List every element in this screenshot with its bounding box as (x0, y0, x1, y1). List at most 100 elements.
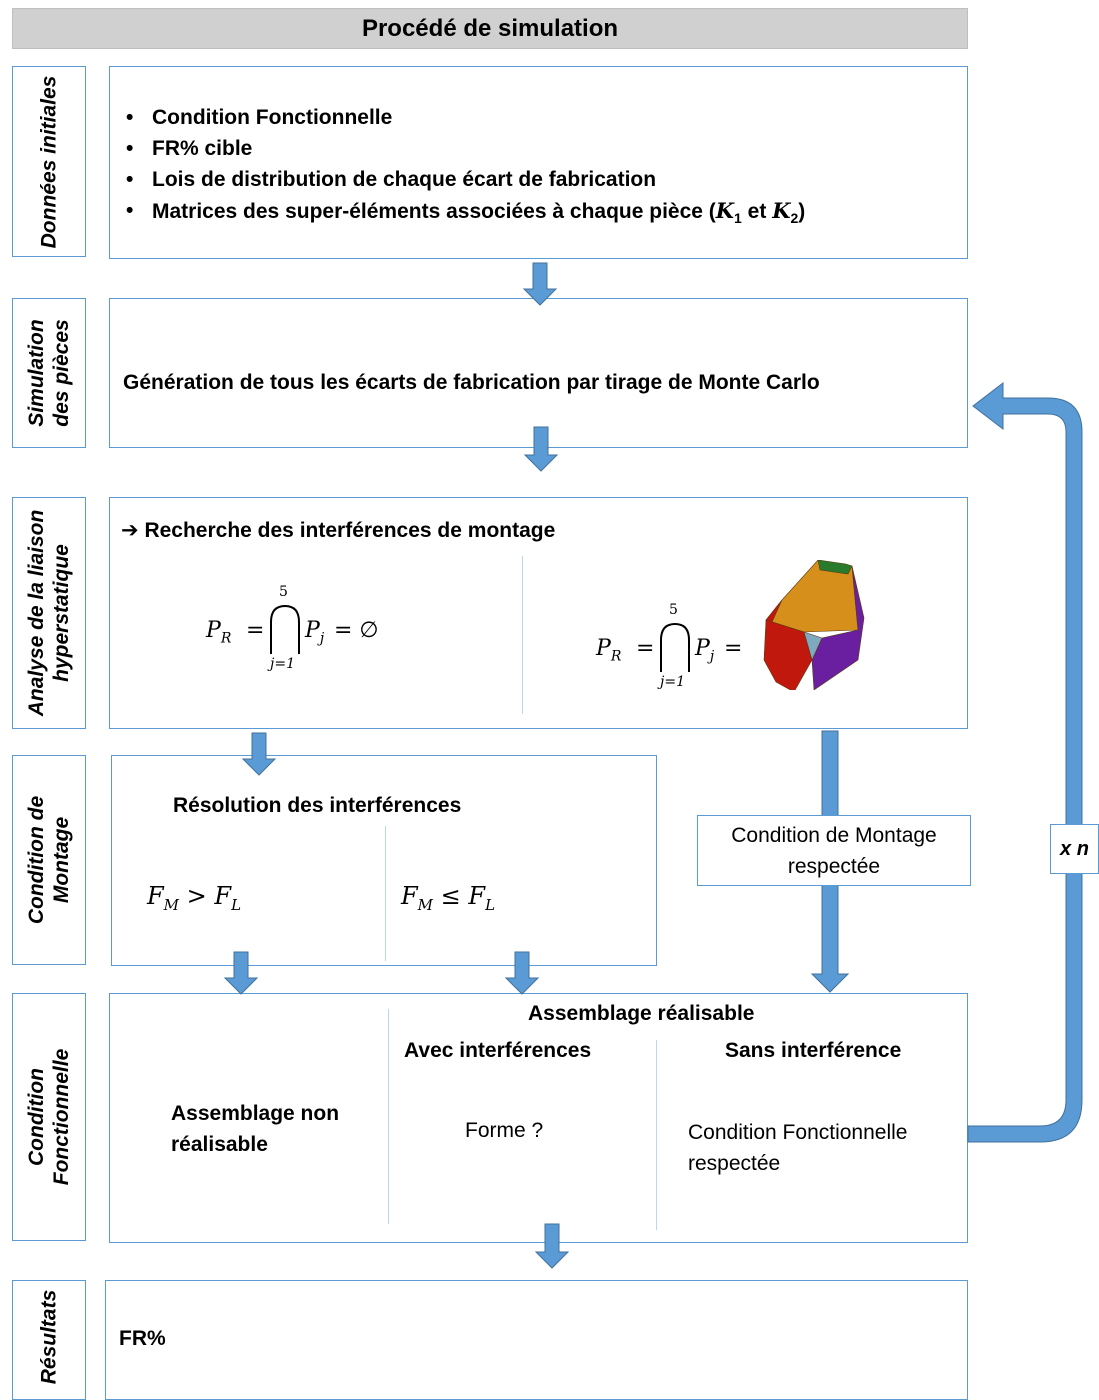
donnees-bullet-list: Condition Fonctionnelle FR% cible Lois d… (122, 102, 805, 234)
formula-fm-leq-fl: FM ≤ FL (401, 882, 495, 914)
right-arrow-icon: ➔ (121, 518, 139, 542)
fl-right-sub: L (485, 895, 496, 914)
big-intersection-icon (660, 622, 690, 672)
formula-right-p: P (596, 636, 611, 661)
formula-left-rhs: = ∅ (334, 618, 379, 643)
polytope-facet (765, 599, 783, 623)
formula-right-pj: P (695, 636, 710, 661)
formula-right-rhs: = (724, 636, 743, 661)
montage-respectee-box: Condition de Montage respectée (697, 815, 971, 886)
side-label-simulation-text: Simulation des pièces (24, 319, 74, 426)
side-label-donnees: Données initiales (12, 66, 86, 257)
formula-left-lower: j=1 (270, 656, 295, 672)
box-simulation-pieces: Génération de tous les écarts de fabrica… (109, 298, 968, 448)
side-label-montage-line2: Montage (50, 816, 73, 904)
condition-fonctionnelle-respectee: Condition Fonctionnelle respectée (688, 1117, 907, 1179)
assemblage-non-line2: réalisable (171, 1133, 268, 1156)
box-analyse-liaison: ➔ Recherche des interférences de montage… (109, 497, 968, 729)
formula-pr-polytope: PR = 5 j=1 Pj = (596, 602, 756, 692)
fonct-divider-2 (656, 1040, 657, 1230)
formula-left-upper: 5 (279, 584, 288, 600)
side-label-resultats-text: Résultats (37, 1289, 61, 1385)
fm-left-sub: M (163, 895, 180, 914)
side-label-donnees-text: Données initiales (37, 75, 61, 248)
simulation-text: Génération de tous les écarts de fabrica… (123, 371, 820, 394)
polytope-icon (763, 560, 865, 690)
box-donnees-initiales: Condition Fonctionnelle FR% cible Lois d… (109, 66, 968, 259)
fm-right: F (401, 882, 418, 910)
formula-right-p-sub: R (610, 648, 622, 665)
loop-arrow (967, 381, 1083, 1143)
side-label-simulation-line1: Simulation (25, 319, 48, 427)
polytope-facet (811, 565, 865, 690)
side-label-analyse-text: Analyse de la liaison hyperstatique (24, 510, 74, 717)
analyse-divider (522, 556, 523, 714)
fonct-divider-1 (388, 1009, 389, 1224)
formula-right-lhs: PR (596, 636, 621, 664)
side-label-fonctionnelle-line1: Condition (25, 1068, 48, 1166)
formula-left-p-sub: R (220, 630, 232, 647)
loop-label-box: x n (1050, 824, 1099, 874)
formula-left-pj: P (305, 618, 320, 643)
assemblage-non-realisable: Assemblage non réalisable (171, 1098, 339, 1160)
fl-left: F (214, 882, 232, 910)
k2-symbol: K (772, 198, 791, 223)
bullet-matrices-close: ) (798, 200, 806, 223)
side-label-montage-line1: Condition de (25, 795, 48, 925)
side-label-resultats: Résultats (12, 1280, 86, 1400)
formula-right-term: Pj (695, 636, 714, 664)
bullet-fr-cible: FR% cible (122, 133, 805, 164)
box-resultats: FR% (105, 1280, 968, 1400)
loop-label: x n (1060, 837, 1089, 860)
forme-question: Forme ? (465, 1119, 544, 1142)
side-label-analyse-line1: Analyse de la liaison (25, 509, 48, 717)
bullet-matrices-text: Matrices des super-éléments associées à … (152, 200, 716, 223)
analyse-heading: ➔ Recherche des interférences de montage (121, 518, 555, 543)
formula-left-lhs: PR (206, 618, 231, 646)
side-label-simulation: Simulation des pièces (12, 298, 86, 448)
bullet-condition-fonctionnelle: Condition Fonctionnelle (122, 102, 805, 133)
side-label-fonctionnelle: Condition Fonctionnelle (12, 993, 86, 1241)
bullet-matrices: Matrices des super-éléments associées à … (122, 195, 805, 234)
box-condition-montage: Résolution des interférences FM > FL FM … (111, 755, 657, 966)
analyse-heading-text: Recherche des interférences de montage (144, 519, 556, 542)
k1-subscript: 1 (734, 210, 742, 227)
box-condition-fonctionnelle: Assemblage non réalisable Assemblage réa… (109, 993, 968, 1243)
assemblage-non-line1: Assemblage non (171, 1102, 340, 1125)
formula-pr-empty: PR = 5 j=1 Pj = ∅ (206, 584, 406, 674)
sans-interference: Sans interférence (725, 1039, 902, 1062)
montage-heading: Résolution des interférences (173, 794, 462, 817)
montage-respectee-line2: respectée (787, 855, 881, 878)
formula-right-upper: 5 (669, 602, 678, 618)
formula-left-eq: = (246, 618, 265, 643)
cf-respectee-line2: respectée (688, 1152, 781, 1175)
formula-fm-greater-fl: FM > FL (147, 882, 241, 914)
k1-symbol: K (715, 198, 735, 223)
side-label-fonctionnelle-line2: Fonctionnelle (50, 1048, 73, 1186)
op-leq: ≤ (440, 882, 461, 910)
fl-right: F (468, 882, 486, 910)
diagram-title: Procédé de simulation (12, 8, 968, 49)
fm-right-sub: M (417, 895, 434, 914)
k2-subscript: 2 (790, 210, 799, 227)
big-intersection-icon (270, 604, 300, 654)
assemblage-realisable: Assemblage réalisable (528, 1002, 755, 1025)
bullet-lois-distribution: Lois de distribution de chaque écart de … (122, 164, 805, 195)
side-label-montage-text: Condition de Montage (24, 796, 74, 924)
side-label-fonctionnelle-text: Condition Fonctionnelle (24, 1049, 74, 1186)
cf-respectee-line1: Condition Fonctionnelle (688, 1121, 908, 1144)
side-label-analyse: Analyse de la liaison hyperstatique (12, 497, 86, 729)
formula-right-lower: j=1 (660, 674, 685, 690)
formula-left-pj-sub: j (319, 630, 325, 647)
fl-left-sub: L (231, 895, 242, 914)
fm-left: F (147, 882, 164, 910)
op-greater: > (186, 882, 207, 910)
side-label-simulation-line2: des pièces (50, 319, 73, 427)
side-label-montage: Condition de Montage (12, 755, 86, 965)
montage-respectee-line1: Condition de Montage (731, 824, 937, 847)
formula-left-p: P (206, 618, 221, 643)
bullet-matrices-et: et (741, 200, 773, 223)
formula-right-pj-sub: j (709, 648, 715, 665)
montage-divider (385, 826, 386, 961)
polytope-facet (817, 560, 853, 575)
